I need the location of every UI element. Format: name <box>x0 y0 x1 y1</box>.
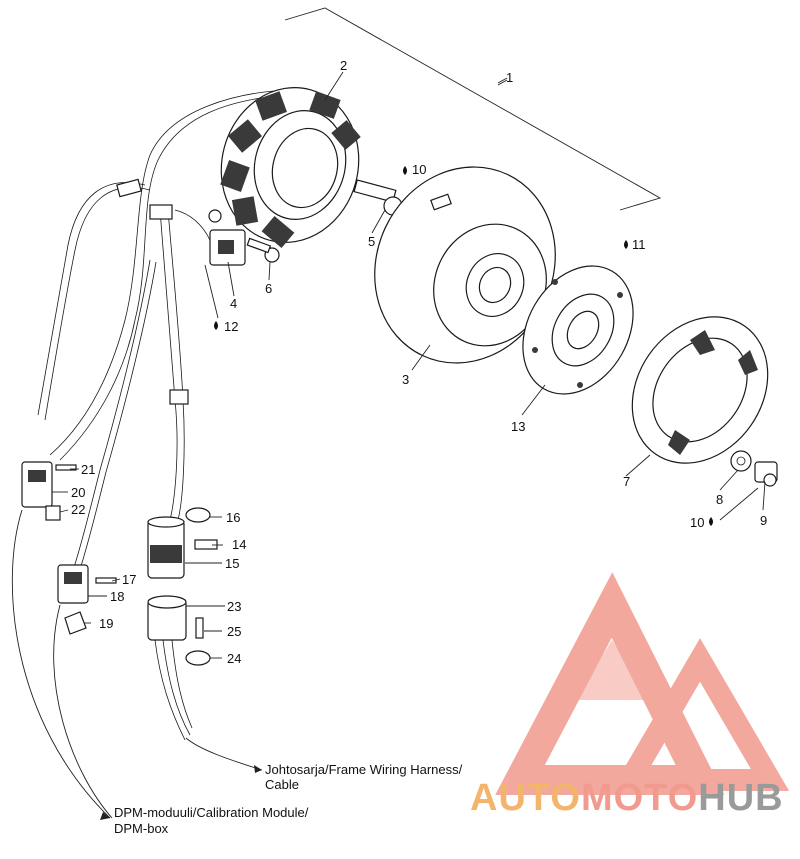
part-label-1: 1 <box>506 70 513 85</box>
part-label-18: 18 <box>110 589 124 604</box>
connector-20 <box>21 461 77 521</box>
wiring-harness <box>37 89 291 583</box>
assembly-bracket <box>284 7 662 211</box>
watermark-hub: HUB <box>698 777 783 819</box>
dpm-caption-line2: DPM-box <box>114 821 169 836</box>
dpm-caption-line1: DPM-moduuli/Calibration Module/ <box>114 805 309 820</box>
drop-icon <box>403 166 407 175</box>
harness-caption-line2: Cable <box>265 777 299 792</box>
part-label-8: 8 <box>716 492 723 507</box>
part-label-9: 9 <box>760 513 767 528</box>
part-label-14: 14 <box>232 537 246 552</box>
watermark-logo <box>495 572 790 795</box>
part-label-11: 11 <box>632 237 646 252</box>
part-label-22: 22 <box>71 502 85 517</box>
washer <box>730 450 752 472</box>
part-label-10-b: 10 <box>690 515 704 530</box>
watermark-auto: AUTO <box>470 777 581 819</box>
harness-caption-line1: Johtosarja/Frame Wiring Harness/ <box>265 762 463 777</box>
connector-18 <box>57 564 117 635</box>
part-label-6: 6 <box>265 281 272 296</box>
starter-cup <box>631 316 769 464</box>
bolt-5 <box>353 179 403 216</box>
watermark-text: AUTOMOTOHUB <box>470 777 784 819</box>
flywheel <box>374 166 556 364</box>
part-label-15: 15 <box>225 556 239 571</box>
watermark-moto: MOTO <box>581 777 698 819</box>
part-label-3: 3 <box>402 372 409 387</box>
part-label-10-a: 10 <box>412 162 426 177</box>
part-label-25: 25 <box>227 624 241 639</box>
drop-icon <box>709 517 713 526</box>
leader-lines <box>52 71 766 659</box>
drop-icon <box>624 240 628 249</box>
connector-23 <box>147 595 211 741</box>
connector-15 <box>147 507 218 579</box>
part-label-13: 13 <box>511 419 525 434</box>
part-label-19: 19 <box>99 616 113 631</box>
part-label-20: 20 <box>71 485 85 500</box>
part-label-23: 23 <box>227 599 241 614</box>
plate <box>522 265 634 395</box>
caption-leaders <box>11 509 263 820</box>
part-label-17: 17 <box>122 572 136 587</box>
bolt-9 <box>754 461 778 487</box>
stator <box>220 87 361 249</box>
part-label-24: 24 <box>227 651 241 666</box>
part-label-2: 2 <box>340 58 347 73</box>
part-label-4: 4 <box>230 296 237 311</box>
drop-icon <box>214 321 218 330</box>
part-label-12: 12 <box>224 319 238 334</box>
part-label-21: 21 <box>81 462 95 477</box>
screw-6 <box>246 237 280 263</box>
pickup-sensor <box>208 209 246 266</box>
part-label-16: 16 <box>226 510 240 525</box>
part-label-7: 7 <box>623 474 630 489</box>
part-label-5: 5 <box>368 234 375 249</box>
